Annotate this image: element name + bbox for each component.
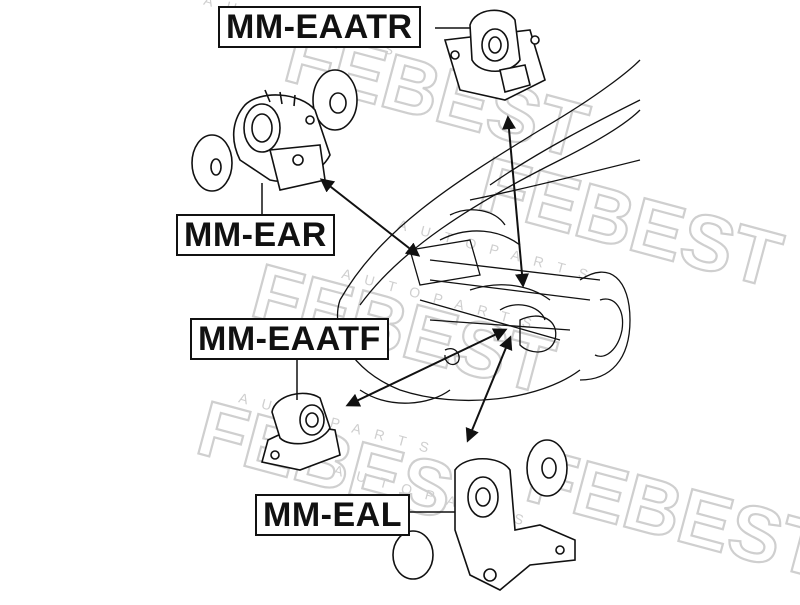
mount-part-eaatr (443, 9, 546, 101)
mount-washer-eal (392, 439, 568, 580)
mount-washer-ear (191, 134, 233, 192)
arrow-eal (465, 335, 513, 443)
leader-lines (261, 27, 470, 513)
mount-washer-eaatr (312, 69, 358, 131)
label-mm-eaatf: MM-EAATF (190, 318, 389, 360)
watermark-brand: FEBEST (471, 140, 791, 305)
mount-part-eal (454, 458, 576, 591)
label-mm-eaatr: MM-EAATR (218, 6, 421, 48)
arrow-eaatr (502, 115, 529, 288)
mount-part-eaatf (261, 392, 341, 471)
arrow-ear (319, 178, 421, 257)
label-mm-ear: MM-EAR (176, 214, 335, 256)
label-mm-eal: MM-EAL (255, 494, 410, 536)
mount-part-ear (232, 89, 331, 191)
pointer-arrows (319, 115, 529, 443)
